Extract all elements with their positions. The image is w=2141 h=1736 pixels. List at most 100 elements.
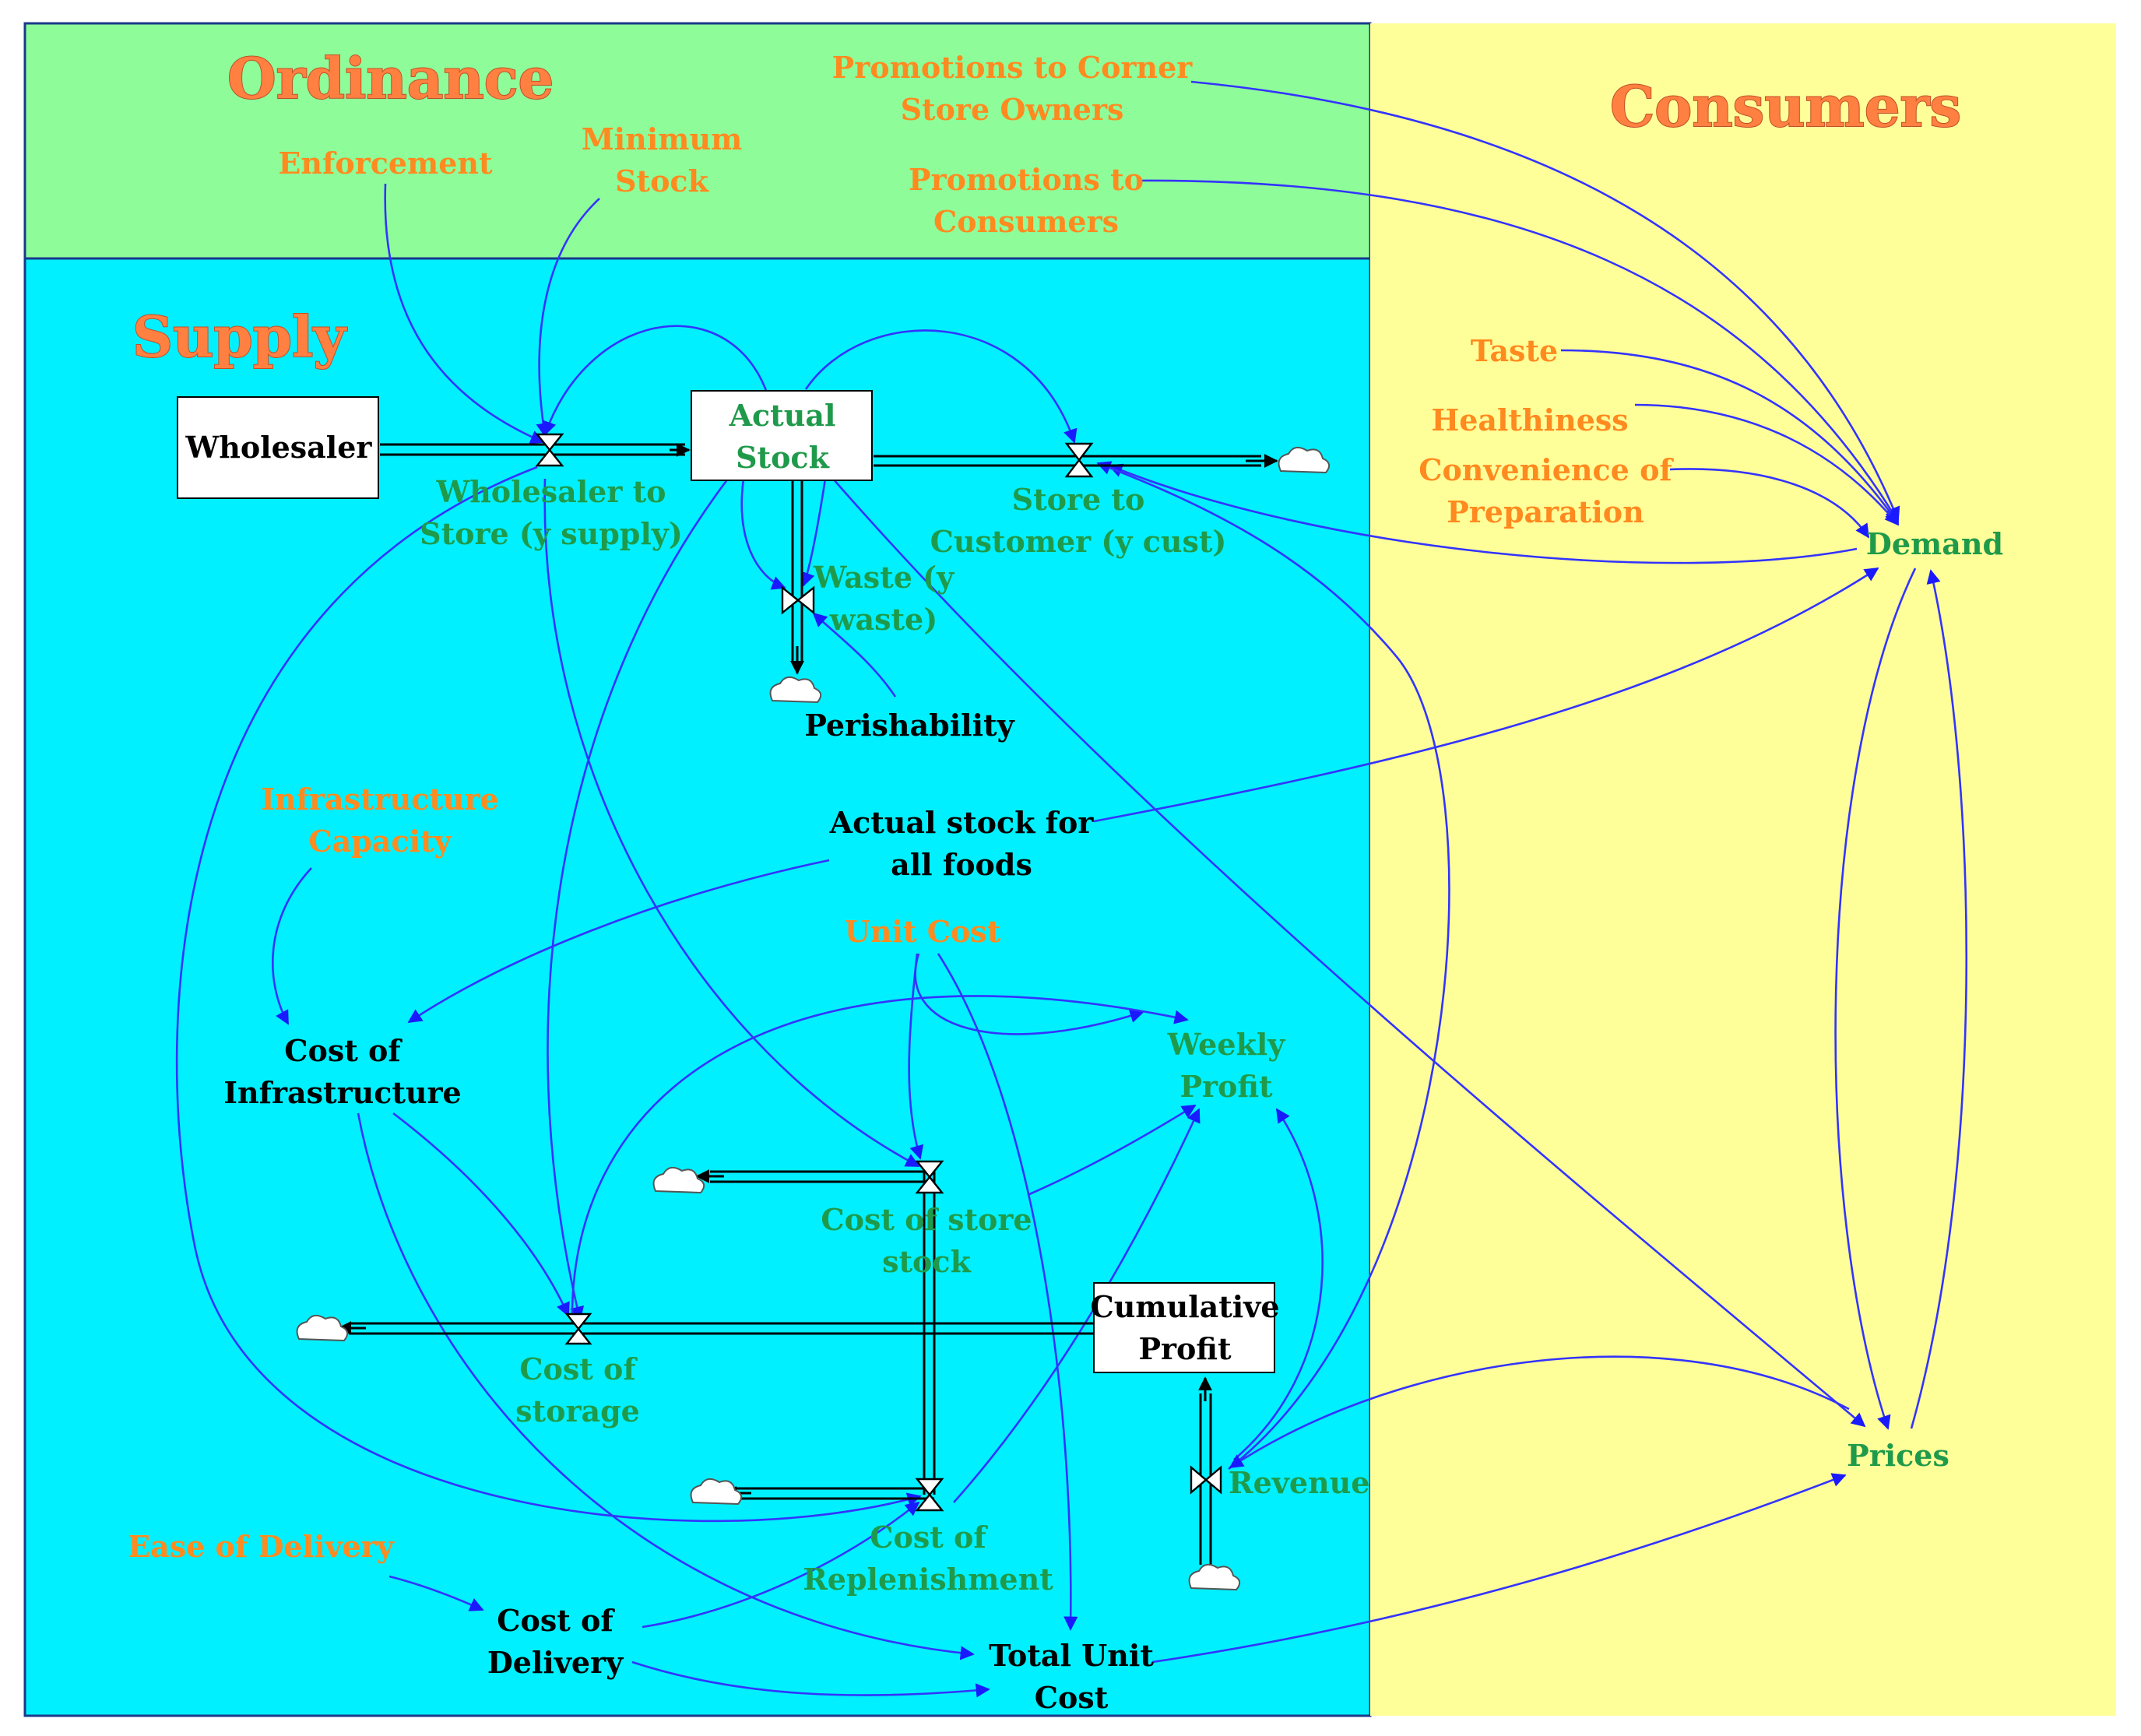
label-line: Unit Cost <box>845 914 1001 949</box>
revenue-label: Revenue <box>1229 1465 1369 1500</box>
link-store-stock-weekly <box>1027 1104 1197 1197</box>
link-unitcost-total <box>937 953 1078 1631</box>
pipe-vertical-spine <box>923 1172 936 1495</box>
label-line: Cost of <box>497 1603 615 1638</box>
wholesaler-label: Wholesaler <box>185 430 373 465</box>
label-line: Cost of <box>284 1033 403 1068</box>
link-unit-weekly <box>914 953 1144 1035</box>
link-stock-prices <box>832 478 1866 1428</box>
label-line: storage <box>515 1393 640 1429</box>
label-line: Cost <box>1035 1680 1109 1715</box>
pipe-profit-storage <box>349 1322 1094 1335</box>
link-infra-total <box>357 1112 975 1660</box>
ordinance-region <box>23 22 1372 260</box>
link-actual-all-demand <box>1093 567 1879 823</box>
link-supply-cost-replenishment <box>175 466 922 1523</box>
link-infra-storage <box>392 1112 570 1317</box>
label-line: Promotions to <box>909 162 1144 197</box>
valve-revenue <box>1190 1465 1222 1495</box>
valve-wholesaler-store <box>535 433 564 467</box>
link-demand-store-to-customer <box>1108 463 1858 564</box>
label-line: Demand <box>1866 526 2003 561</box>
actual-stock-box[interactable] <box>691 390 873 481</box>
enforcement-label: Enforcement <box>278 146 493 181</box>
valve-store-customer <box>1064 442 1094 478</box>
link-prices-demand <box>1910 569 1968 1429</box>
label-line: Healthiness <box>1431 402 1628 438</box>
valve-store-stock <box>915 1160 944 1194</box>
pipe-stock-outflow <box>874 455 1261 467</box>
demand-label: Demand <box>1866 526 2003 561</box>
label-line: Store (y supply) <box>420 516 683 551</box>
label-line: Infrastructure <box>261 782 499 817</box>
label-line: Delivery <box>487 1645 624 1680</box>
link-stock-outflow-loop <box>804 329 1078 444</box>
link-revenue-weekly <box>1233 1108 1324 1460</box>
label-line: Actual <box>729 398 836 433</box>
cumulative-profit-box[interactable] <box>1093 1282 1275 1373</box>
link-supply-cost-store-stock <box>543 478 920 1168</box>
link-perishability-waste <box>812 612 897 698</box>
valve-waste <box>781 585 815 615</box>
cloud-outflow <box>1278 446 1331 474</box>
perishability-label: Perishability <box>804 708 1014 743</box>
link-prices-revenue <box>1229 1355 1850 1469</box>
label-line: Stock <box>736 440 829 475</box>
link-unitcost-store-stock <box>908 953 924 1160</box>
label-line: Cumulative <box>1090 1289 1279 1324</box>
label-line: Promotions to Corner <box>832 50 1194 85</box>
valves <box>535 433 1222 1512</box>
label-line: Profit <box>1138 1331 1232 1366</box>
link-convenience-demand <box>1669 468 1870 539</box>
label-line: Wholesaler <box>185 430 373 465</box>
link-promo-owners-demand <box>1190 80 1900 522</box>
label-line: Taste <box>1471 333 1558 368</box>
label-line: all foods <box>891 847 1032 882</box>
label-line: Store Owners <box>901 92 1124 127</box>
wholesaler-box[interactable] <box>177 396 379 499</box>
label-line: Ease of Delivery <box>128 1529 395 1564</box>
label-line: Store to <box>1012 482 1145 517</box>
label-line: stock <box>882 1244 971 1279</box>
link-actual-all-cost-infra <box>407 859 830 1024</box>
healthiness-label: Healthiness <box>1431 402 1628 438</box>
taste-label: Taste <box>1471 333 1558 368</box>
cloud-waste <box>769 676 822 704</box>
pipe-waste <box>791 479 803 662</box>
flow-pipes <box>337 443 1278 1565</box>
label-line: Cost of <box>870 1520 988 1555</box>
link-delivery-total <box>631 1660 990 1698</box>
valve-replenishment <box>915 1478 944 1512</box>
link-demand-prices <box>1834 568 1917 1430</box>
supply-region <box>23 257 1372 1717</box>
clouds <box>296 446 1331 1591</box>
link-minstock-valve <box>536 198 600 438</box>
label-line: Actual stock for <box>829 805 1095 840</box>
link-delivery-replenishment <box>642 1501 920 1629</box>
label-line: Convenience of <box>1419 452 1674 487</box>
label-line: Waste (y <box>813 560 954 595</box>
link-storage-weekly <box>571 995 1189 1324</box>
cloud-store-stock <box>652 1166 705 1194</box>
label-line: Weekly <box>1167 1027 1286 1062</box>
link-promo-consumers-demand <box>1140 179 1900 523</box>
link-stock-waste-2 <box>801 478 827 587</box>
supply-heading: Supply <box>132 304 347 370</box>
ease-delivery-label: Ease of Delivery <box>128 1529 395 1564</box>
link-total-prices <box>1151 1473 1847 1664</box>
link-stock-cost-storage <box>547 478 729 1321</box>
pipe-replenishment <box>736 1487 934 1500</box>
